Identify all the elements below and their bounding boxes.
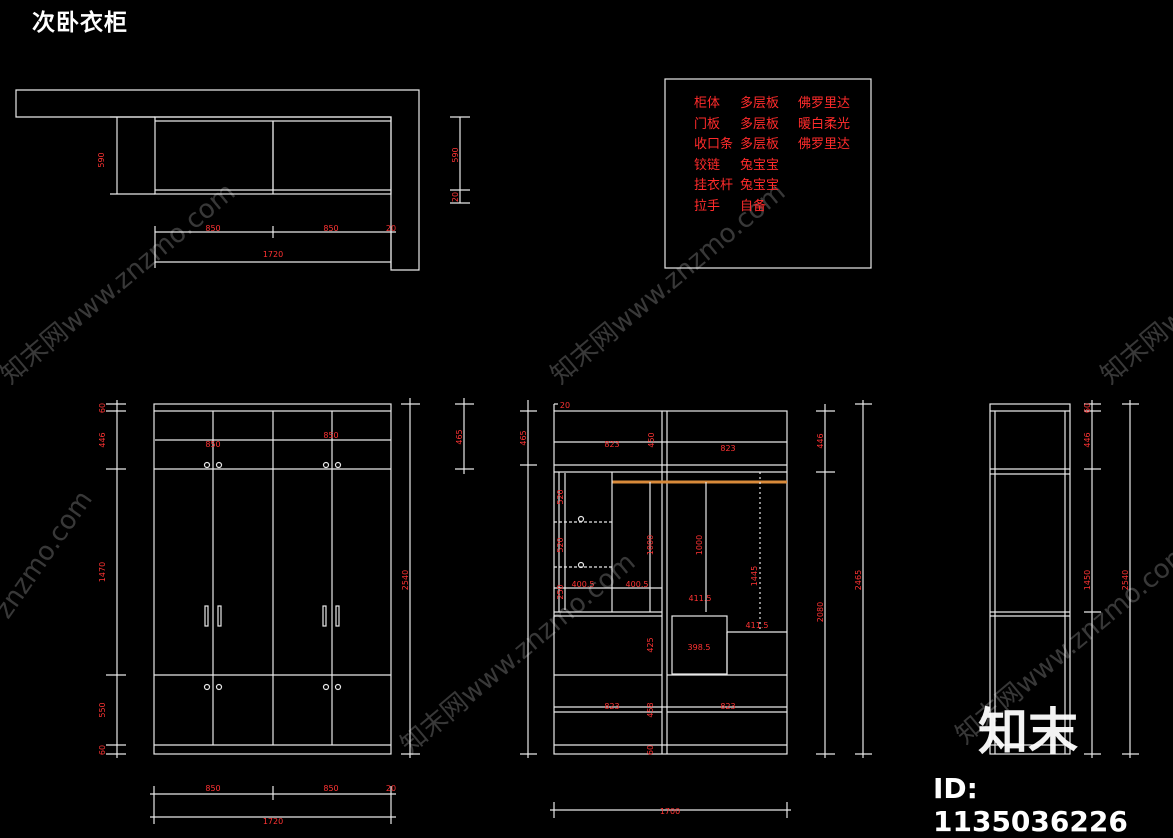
door-handle (335, 605, 340, 627)
door-handle (322, 605, 327, 627)
legend-finish: 佛罗里达 (798, 137, 851, 152)
legend-material: 兔宝宝 (740, 157, 780, 173)
dim-label: 823 (604, 702, 619, 711)
dim-label: 60 (98, 745, 107, 755)
dim-label: 520 (556, 489, 565, 504)
side-cabinet-outline (989, 403, 1071, 755)
front-cabinet-outline (153, 403, 392, 755)
interior-elevation (520, 400, 872, 818)
plan-view (15, 89, 470, 271)
dim-label: 1720 (263, 250, 283, 259)
dim-label: 398.5 (688, 643, 711, 652)
side-elevation (989, 400, 1139, 758)
dim-label: 823 (720, 702, 735, 711)
dim-label: 446 (1083, 432, 1092, 447)
dim-label: 411.5 (689, 594, 712, 603)
material-legend-box (664, 78, 872, 269)
legend-finish: 暖白柔光 (798, 116, 851, 132)
dim-label: 850 (205, 784, 220, 793)
dim-label: 458 (646, 702, 655, 717)
dim-label: 60 (1083, 403, 1092, 413)
legend-material: 多层板 (740, 96, 780, 111)
dim-label: 1000 (695, 535, 704, 555)
watermark-text: znzmo.com (0, 485, 99, 624)
legend-item: 收口条 (694, 137, 734, 152)
dim-label: 411.5 (746, 621, 769, 630)
legend-row: 柜体 多层板 佛罗里达 (694, 94, 850, 115)
legend-item: 挂衣杆 (694, 178, 734, 193)
drawing-title: 次卧衣柜 (32, 10, 128, 36)
dim-label: 446 (98, 432, 107, 447)
dim-label: 446 (816, 433, 825, 448)
watermark-text: 知末网www.znzmo.com (0, 177, 241, 390)
dim-label: 2540 (1121, 570, 1130, 590)
door-handle (217, 605, 222, 627)
legend-finish: 佛罗里达 (798, 96, 851, 111)
dim-label: 1720 (263, 817, 283, 826)
dim-label: 823 (720, 444, 735, 453)
dim-label: 550 (98, 702, 107, 717)
dim-label: 590 (451, 147, 460, 162)
dim-label: 1000 (646, 535, 655, 555)
dim-label: 60 (646, 745, 655, 755)
watermark-text: 知末网www.znzmo.com (1095, 177, 1173, 390)
legend-row: 铰链 兔宝宝 (694, 156, 850, 177)
dim-label: 2540 (401, 570, 410, 590)
dim-label: 60 (98, 403, 107, 413)
dim-label: 20 (451, 192, 460, 202)
legend-item: 拉手 (694, 198, 721, 214)
dim-label: 2080 (816, 602, 825, 622)
dim-label: 20 (386, 224, 396, 233)
legend-item: 柜体 (694, 96, 721, 111)
dim-label: 1700 (660, 807, 680, 816)
dim-label: 425 (646, 637, 655, 652)
dim-label: 250 (556, 584, 565, 599)
dim-label: 465 (455, 429, 464, 444)
dim-label: 20 (386, 784, 396, 793)
dim-label: 850 (205, 224, 220, 233)
dim-label: 1445 (750, 566, 759, 586)
watermark-id: ID: 1135036226 (933, 772, 1128, 838)
dim-label: 590 (97, 152, 106, 167)
watermark-text: 知末网www.znzmo.com (395, 547, 641, 760)
legend-material: 多层板 (740, 116, 780, 132)
dim-label: 2465 (854, 570, 863, 590)
dim-label: 850 (323, 431, 338, 440)
legend-row: 拉手 自备 (694, 197, 850, 218)
dim-label: 823 (604, 440, 619, 449)
legend-row: 挂衣杆兔宝宝 (694, 176, 850, 197)
dim-label: 1450 (1083, 570, 1092, 590)
interior-cabinet-outline (553, 410, 788, 755)
dim-label: 20 (560, 401, 570, 410)
dim-label: 450 (647, 432, 656, 447)
watermark-logo: 知末 (978, 703, 1078, 761)
front-elevation (106, 398, 474, 824)
legend-item: 铰链 (694, 157, 721, 173)
legend-row: 门板 多层板 暖白柔光 (694, 115, 850, 136)
dim-label: 1470 (98, 562, 107, 582)
legend-material: 自备 (740, 198, 767, 214)
door-handle (204, 605, 209, 627)
dim-label: 850 (323, 224, 338, 233)
dim-label: 850 (323, 784, 338, 793)
dim-label: 520 (556, 537, 565, 552)
dim-label: 850 (205, 440, 220, 449)
dim-label: 465 (519, 430, 528, 445)
material-legend: 柜体多层板佛罗里达 门板多层板暖白柔光 收口条多层板佛罗里达 铰链兔宝宝 挂衣杆… (694, 94, 850, 217)
legend-material: 兔宝宝 (740, 178, 780, 193)
dim-label: 400.5 (626, 580, 649, 589)
legend-material: 多层板 (740, 137, 780, 152)
dim-label: 400.5 (572, 580, 595, 589)
legend-row: 收口条多层板 佛罗里达 (694, 135, 850, 156)
plan-wall-outline (15, 89, 420, 271)
legend-item: 门板 (694, 116, 721, 132)
